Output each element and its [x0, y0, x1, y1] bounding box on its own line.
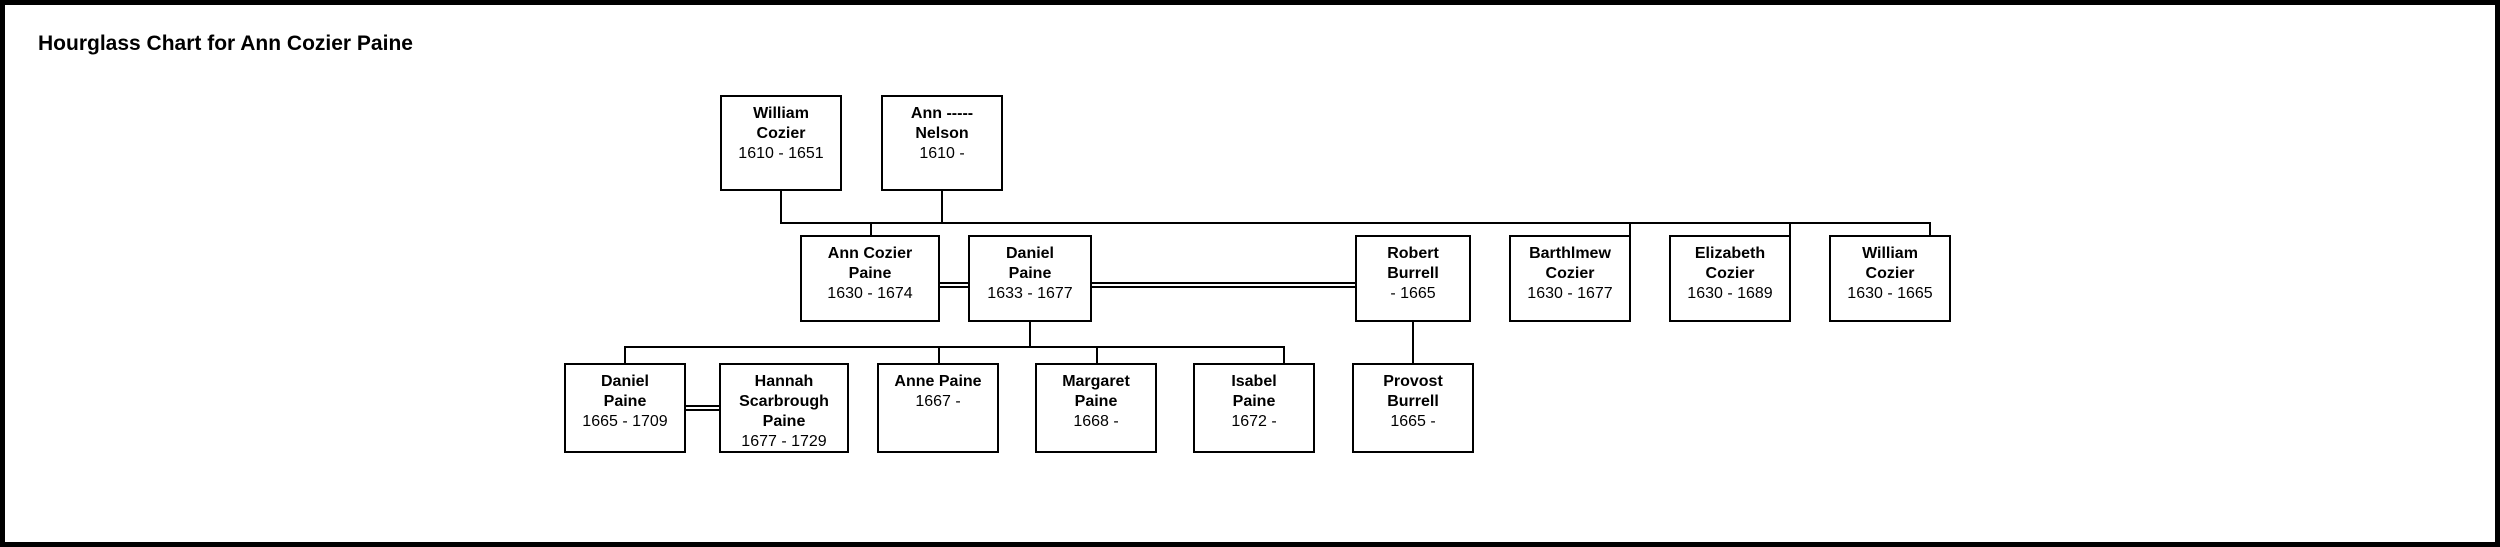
person-dates: 1633 - 1677 [987, 285, 1073, 302]
person-box-anne-paine[interactable]: Anne Paine 1667 - [877, 363, 999, 453]
person-box-barthlmew-cozier[interactable]: Barthlmew Cozier 1630 - 1677 [1509, 235, 1631, 322]
connector-drop-to-daniel-paine-1665 [624, 346, 626, 365]
person-name: Elizabeth Cozier [1694, 245, 1766, 282]
person-dates: 1672 - [1231, 413, 1277, 430]
person-dates: 1665 - 1709 [582, 413, 668, 430]
person-box-hannah-scarbrough-paine[interactable]: Hannah Scarbrough Paine 1677 - 1729 [719, 363, 849, 453]
sibling-bus-generation-2 [780, 222, 1931, 224]
connector-drop-daniel-paine-1633 [1029, 322, 1031, 348]
person-dates: 1677 - 1729 [741, 433, 827, 450]
connector-drop-to-barthlmew-cozier [1629, 222, 1631, 237]
person-name: Robert Burrell [1387, 245, 1439, 282]
person-dates: 1630 - 1677 [1527, 285, 1613, 302]
person-name: Margaret Paine [1062, 373, 1130, 410]
person-dates: 1610 - 1651 [738, 145, 824, 162]
person-box-ann-nelson-1610[interactable]: Ann ----- Nelson 1610 - [881, 95, 1003, 191]
person-dates: 1665 - [1390, 413, 1436, 430]
marriage-line-daniel-robert [1090, 282, 1357, 288]
page-title: Hourglass Chart for Ann Cozier Paine [38, 32, 413, 55]
connector-drop-to-elizabeth-cozier [1789, 222, 1791, 237]
person-dates: 1630 - 1689 [1687, 285, 1773, 302]
person-box-elizabeth-cozier[interactable]: Elizabeth Cozier 1630 - 1689 [1669, 235, 1791, 322]
person-dates: 1610 - [919, 145, 965, 162]
person-box-daniel-paine-1665[interactable]: Daniel Paine 1665 - 1709 [564, 363, 686, 453]
person-name: William Cozier [753, 105, 809, 142]
person-dates: 1668 - [1073, 413, 1119, 430]
person-name: Provost Burrell [1383, 373, 1443, 410]
connector-drop-to-ann-cozier-paine [870, 222, 872, 237]
sibling-bus-generation-3 [624, 346, 1285, 348]
person-box-isabel-paine[interactable]: Isabel Paine 1672 - [1193, 363, 1315, 453]
person-dates: 1667 - [915, 393, 961, 410]
person-name: Ann ----- Nelson [910, 105, 974, 142]
person-box-daniel-paine-1633[interactable]: Daniel Paine 1633 - 1677 [968, 235, 1092, 322]
connector-drop-robert-to-provost-burrell [1412, 322, 1414, 365]
person-dates: 1630 - 1665 [1847, 285, 1933, 302]
person-name: Daniel Paine [600, 373, 649, 410]
person-name: Daniel Paine [1005, 245, 1054, 282]
person-name: Hannah Scarbrough Paine [739, 373, 829, 430]
person-name: Barthlmew Cozier [1529, 245, 1611, 282]
marriage-line-daniel-hannah [684, 405, 721, 411]
connector-drop-to-william-cozier-1630 [1929, 222, 1931, 237]
person-box-provost-burrell[interactable]: Provost Burrell 1665 - [1352, 363, 1474, 453]
person-name: Ann Cozier Paine [827, 245, 913, 282]
person-name: Anne Paine [894, 373, 982, 390]
connector-drop-william-cozier-1610 [780, 191, 782, 224]
connector-drop-to-anne-paine [938, 346, 940, 365]
person-box-william-cozier-1630[interactable]: William Cozier 1630 - 1665 [1829, 235, 1951, 322]
connector-drop-to-margaret-paine [1096, 346, 1098, 365]
marriage-line-ann-daniel [938, 282, 970, 288]
person-dates: - 1665 [1390, 285, 1436, 302]
person-dates: 1630 - 1674 [827, 285, 913, 302]
person-box-william-cozier-1610[interactable]: William Cozier 1610 - 1651 [720, 95, 842, 191]
person-name: Isabel Paine [1231, 373, 1277, 410]
person-name: William Cozier [1862, 245, 1918, 282]
person-box-margaret-paine[interactable]: Margaret Paine 1668 - [1035, 363, 1157, 453]
person-box-robert-burrell[interactable]: Robert Burrell - 1665 [1355, 235, 1471, 322]
connector-drop-ann-nelson-1610 [941, 191, 943, 224]
person-box-ann-cozier-paine[interactable]: Ann Cozier Paine 1630 - 1674 [800, 235, 940, 322]
connector-drop-to-isabel-paine [1283, 346, 1285, 365]
